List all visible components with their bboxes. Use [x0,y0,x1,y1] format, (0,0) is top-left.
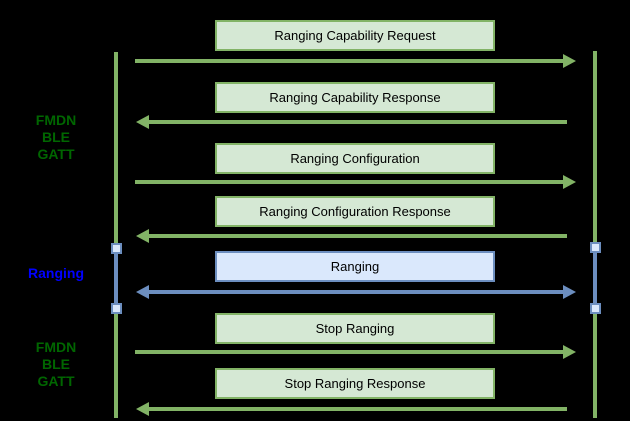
activation-handle-right-bottom [590,303,601,314]
ranging-activation-segment-left [114,249,118,309]
section-label-fmdn-ble-gatt-top: FMDN BLE GATT [10,112,102,163]
arrow-shaft-left [149,234,567,238]
arrow-shaft-right [135,180,563,184]
message-box-stop-ranging-response: Stop Ranging Response [215,368,495,399]
message-box-ranging: Ranging [215,251,495,282]
arrowhead-right-icon [563,54,576,68]
message-box-ranging-configuration: Ranging Configuration [215,143,495,174]
arrowhead-left-icon [136,285,149,299]
section-label-line: GATT [37,373,75,389]
arrow-shaft-both [149,290,563,294]
arrow-shaft-left [149,120,567,124]
lifeline-left [114,52,118,418]
section-label-fmdn-ble-gatt-bottom: FMDN BLE GATT [10,339,102,390]
arrow-shaft-left [149,407,567,411]
section-label-line: GATT [37,146,75,162]
message-box-ranging-capability-response: Ranging Capability Response [215,82,495,113]
activation-handle-left-bottom [111,303,122,314]
arrowhead-right-icon [563,345,576,359]
section-label-line: BLE [42,356,70,372]
section-label-line: BLE [42,129,70,145]
section-label-ranging: Ranging [10,265,102,282]
message-box-ranging-configuration-response: Ranging Configuration Response [215,196,495,227]
message-box-stop-ranging: Stop Ranging [215,313,495,344]
arrowhead-left-icon [136,115,149,129]
arrowhead-left-icon [136,229,149,243]
arrowhead-right-icon [563,175,576,189]
ranging-activation-segment-right [593,247,597,308]
message-box-ranging-capability-request: Ranging Capability Request [215,20,495,51]
activation-handle-left-top [111,243,122,254]
arrowhead-right-icon [563,285,576,299]
arrowhead-left-icon [136,402,149,416]
lifeline-right [593,51,597,418]
activation-handle-right-top [590,242,601,253]
arrow-shaft-right [135,59,563,63]
arrow-shaft-right [135,350,563,354]
section-label-line: Ranging [28,265,84,281]
section-label-line: FMDN [35,112,77,128]
section-label-line: FMDN [35,339,77,355]
